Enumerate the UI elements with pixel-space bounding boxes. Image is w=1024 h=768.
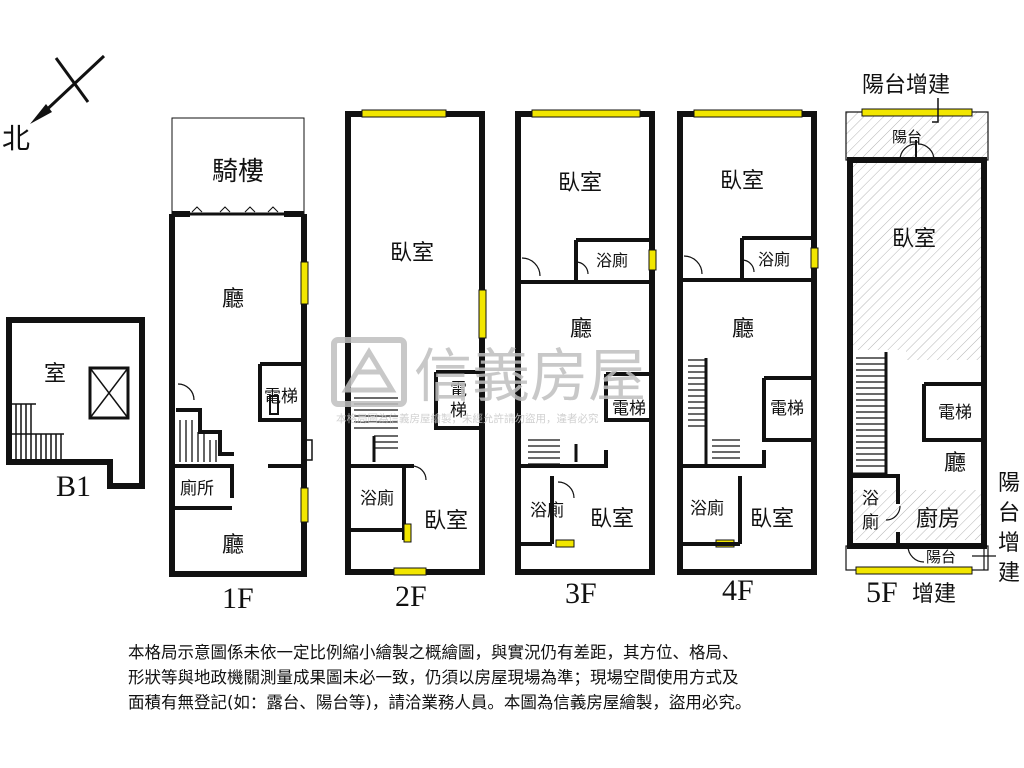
room-2f-elev-1: 電 <box>450 380 467 400</box>
room-5f-bedroom: 臥室 <box>892 227 936 252</box>
floor-label-3f: 3F <box>565 577 597 610</box>
room-4f-bedroom: 臥室 <box>720 169 764 194</box>
floor-1f: 廳 騎樓 電梯 廁所 廳 1F <box>169 117 313 615</box>
stairs-icon <box>176 383 234 462</box>
window <box>555 539 575 548</box>
window <box>300 487 309 523</box>
room-4f-elevator: 電梯 <box>770 399 804 419</box>
window <box>478 289 487 339</box>
room-4f-bath-top: 浴廁 <box>758 250 790 269</box>
floor-5f: 臥室 陽台 電梯 廳 浴 廁 廚房 陽台 陽台增建 陽 台 增 建 5F 增建 <box>845 73 1020 609</box>
callout-5f-side-2: 台 <box>998 501 1020 526</box>
window <box>300 261 309 305</box>
callout-leader <box>972 544 996 570</box>
room-2f-elev-2: 梯 <box>450 401 467 421</box>
room-3f-elevator: 電梯 <box>612 399 646 419</box>
stairs-icon <box>682 358 766 546</box>
window <box>810 247 819 269</box>
callout-5f-side-1: 陽 <box>998 471 1020 496</box>
room-2f-bedroom: 臥室 <box>390 241 434 266</box>
room-1f-toilet: 廁所 <box>180 478 214 499</box>
north-label: 北 <box>2 124 30 155</box>
room-5f-kitchen: 廚房 <box>916 507 960 532</box>
floor-label-1f: 1F <box>222 582 254 615</box>
window <box>855 566 973 575</box>
floor-4f: 臥室 浴廁 廳 電梯 浴廁 臥室 4F <box>677 109 819 607</box>
watermark-brand: 信義房屋 <box>414 342 646 410</box>
room-3f-hall: 廳 <box>570 317 592 342</box>
room-1f-hall: 廳 <box>222 533 244 558</box>
room-5f-elevator: 電梯 <box>938 403 972 423</box>
compass: 北 <box>2 54 106 155</box>
room-2f-bath: 浴廁 <box>360 488 394 509</box>
room-4f-hall: 廳 <box>732 317 754 342</box>
floor-b1: 室 B1 <box>6 317 145 503</box>
room-5f-balcony-bottom: 陽台 <box>926 548 956 566</box>
elevator-shaft-icon <box>88 366 130 420</box>
floor-5f-addition-label: 增建 <box>912 582 956 607</box>
callout-5f-top-addition: 陽台增建 <box>862 73 950 98</box>
room-b1-0: 室 <box>44 362 66 387</box>
room-3f-bedroom: 臥室 <box>558 171 602 196</box>
window <box>361 109 447 118</box>
floor-label-5f: 5F <box>866 576 898 609</box>
north-arrow-icon <box>30 104 52 124</box>
room-4f-bath: 浴廁 <box>690 498 724 519</box>
window <box>861 108 973 117</box>
watermark-notice: 本格局圖為信義房屋繪製，未經允許請勿盜用，違者必究 <box>336 412 599 425</box>
room-3f-bath-top: 浴廁 <box>596 251 628 270</box>
floor-label-b1: B1 <box>56 470 91 503</box>
room-5f-hall: 廳 <box>944 451 966 476</box>
room-4f-bedroom-2: 臥室 <box>750 507 794 532</box>
floor-label-4f: 4F <box>722 574 754 607</box>
window <box>393 567 427 576</box>
floor-3f: 臥室 浴廁 廳 電梯 浴廁 臥室 3F <box>515 109 657 610</box>
disclaimer-line: 面積有無登記(如：露台、陽台等)，請洽業務人員。本圖為信義房屋繪製，盜用必究。 <box>128 693 752 712</box>
stairs-icon <box>520 439 608 546</box>
watermark: 信義房屋 本格局圖為信義房屋繪製，未經允許請勿盜用，違者必究 <box>331 337 646 425</box>
room-1f-elevator: 電梯 <box>264 387 298 407</box>
room-5f-bath-2: 廁 <box>862 512 879 533</box>
window <box>693 109 803 118</box>
disclaimer-line: 本格局示意圖係未依一定比例縮小繪製之概繪圖，與實況仍有差距，其方位、格局、 <box>128 643 739 662</box>
callout-leader <box>932 98 939 123</box>
disclaimer: 本格局示意圖係未依一定比例縮小繪製之概繪圖，與實況仍有差距，其方位、格局、 形狀… <box>128 640 928 715</box>
room-3f-bedroom-2: 臥室 <box>590 507 634 532</box>
room-5f-balcony-top: 陽台 <box>892 128 922 146</box>
window <box>531 109 641 118</box>
brand-logo-icon <box>331 337 407 407</box>
stairs-icon <box>12 403 64 460</box>
stairs-icon <box>852 352 888 476</box>
room-2f-bedroom-2: 臥室 <box>424 509 468 534</box>
room-1f-arcade: 騎樓 <box>212 157 264 187</box>
callout-5f-side-4: 建 <box>998 561 1020 586</box>
window <box>648 249 657 271</box>
floor-label-2f: 2F <box>395 580 427 613</box>
room-1f-0: 廳 <box>222 287 244 312</box>
room-5f-bath-1: 浴 <box>862 489 879 509</box>
room-3f-bath: 浴廁 <box>530 500 564 521</box>
callout-5f-side-3: 增 <box>998 531 1020 556</box>
disclaimer-line: 形狀等與地政機關測量成果圖未必一致，仍須以房屋現場為準；現場空間使用方式及 <box>128 668 739 687</box>
